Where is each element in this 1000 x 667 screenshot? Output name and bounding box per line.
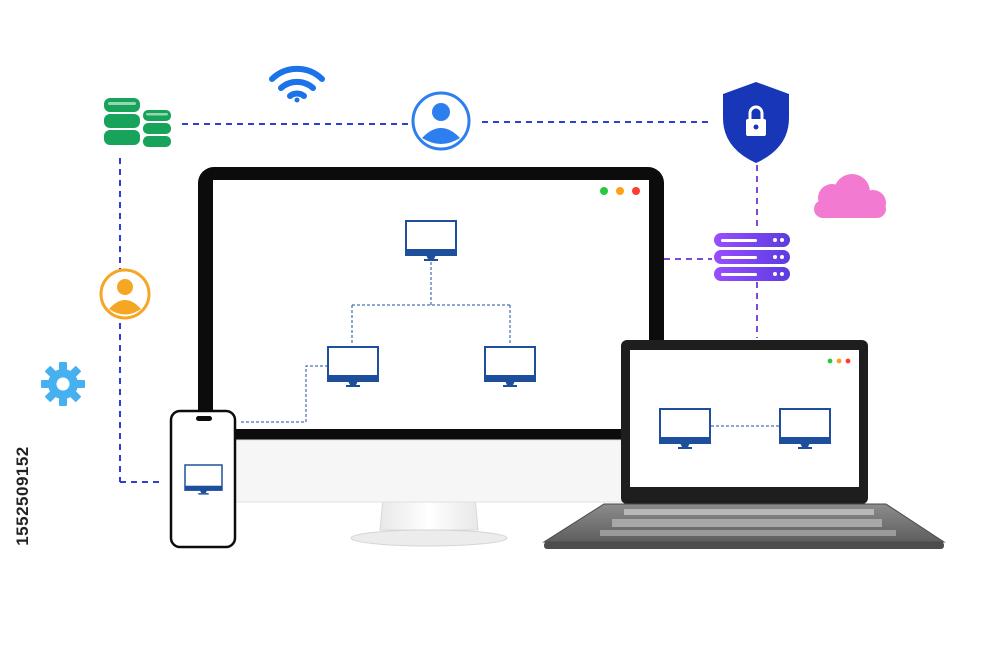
window-dot-orange bbox=[616, 187, 624, 195]
user-circle-icon-left bbox=[99, 268, 151, 320]
laptop-dot-red bbox=[845, 358, 851, 364]
laptop bbox=[542, 340, 946, 549]
database-icon bbox=[104, 98, 171, 147]
cloud-icon bbox=[814, 174, 886, 218]
network-node-phone bbox=[184, 464, 223, 496]
desktop-monitor bbox=[197, 167, 665, 547]
smartphone bbox=[169, 409, 237, 549]
server-stack-icon bbox=[714, 233, 790, 281]
network-node-laptop-right bbox=[779, 408, 831, 450]
user-circle-icon-top bbox=[411, 91, 471, 151]
network-node-root bbox=[405, 220, 457, 262]
window-dot-red bbox=[632, 187, 640, 195]
wifi-icon bbox=[269, 65, 325, 103]
gear-icon bbox=[41, 362, 85, 406]
laptop-dot-orange bbox=[836, 358, 842, 364]
laptop-dot-green bbox=[827, 358, 833, 364]
network-node-right bbox=[484, 346, 536, 388]
network-node-laptop-left bbox=[659, 408, 711, 450]
window-dot-green bbox=[600, 187, 608, 195]
shield-lock-icon bbox=[723, 82, 789, 163]
network-node-left bbox=[327, 346, 379, 388]
